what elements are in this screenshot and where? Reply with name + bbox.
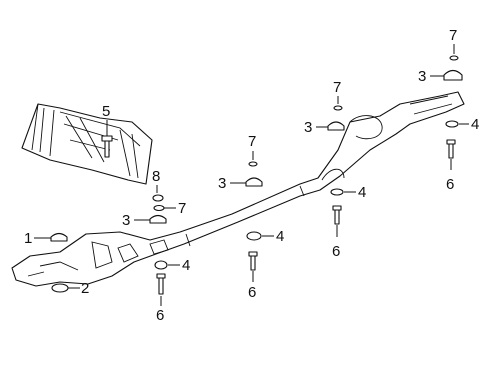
bolt-head-icon <box>156 273 166 279</box>
spacer-icon <box>246 231 262 241</box>
washer-icon <box>449 55 459 61</box>
callout-4-c: 4 <box>330 184 366 201</box>
callout-4-b: 4 <box>246 228 284 245</box>
washer-icon <box>153 204 165 212</box>
bolt-shank-icon <box>334 209 340 225</box>
insulator-icon <box>443 69 463 81</box>
insulator-icon <box>245 177 263 187</box>
callout-label: 6 <box>446 176 454 193</box>
bolt-shank-icon <box>250 255 256 271</box>
callout-3-b: 3 <box>218 175 263 192</box>
spacer-icon <box>330 188 344 196</box>
callout-5: 5 <box>101 103 113 158</box>
callout-7-b: 7 <box>248 133 258 167</box>
callout-label: 3 <box>304 119 312 136</box>
callout-3-a: 3 <box>122 212 167 229</box>
callout-label: 7 <box>248 133 256 150</box>
bolt-shank-icon <box>448 143 454 159</box>
callout-6-c: 6 <box>332 205 342 260</box>
callout-label: 7 <box>178 200 186 217</box>
spacer-icon <box>154 260 168 270</box>
callout-6-b: 6 <box>248 251 258 301</box>
callout-label: 6 <box>156 307 164 324</box>
callout-label: 6 <box>248 284 256 301</box>
insulator-icon <box>327 121 345 131</box>
spacer-icon <box>445 120 459 128</box>
callout-3-c: 3 <box>304 119 345 136</box>
callout-4-a: 4 <box>154 257 190 274</box>
callout-label: 4 <box>182 257 190 274</box>
spacer-icon <box>51 283 69 293</box>
washer-icon <box>248 161 258 167</box>
bolt-shank-icon <box>158 277 164 295</box>
frame-rail <box>11 91 465 287</box>
front-support-panel <box>21 103 153 185</box>
callout-label: 4 <box>358 184 366 201</box>
bolt-head-icon <box>446 139 456 145</box>
callout-8: 8 <box>152 168 164 202</box>
callout-label: 1 <box>24 230 32 247</box>
callout-7-c: 7 <box>333 79 343 111</box>
washer-icon <box>152 194 164 202</box>
callout-label: 7 <box>333 79 341 96</box>
callout-6-d: 6 <box>446 139 456 193</box>
callout-label: 6 <box>332 243 340 260</box>
callout-label: 4 <box>471 116 479 133</box>
callout-label: 7 <box>449 27 457 44</box>
callout-label: 3 <box>418 68 426 85</box>
bolt-head-icon <box>101 135 113 142</box>
callout-4-d: 4 <box>445 116 479 133</box>
callout-7-a: 7 <box>153 200 186 217</box>
callout-1: 1 <box>24 230 68 247</box>
callout-3-d: 3 <box>418 68 463 85</box>
callout-6-a: 6 <box>156 273 166 324</box>
callout-label: 5 <box>102 103 110 120</box>
insulator-icon <box>50 232 68 242</box>
washer-icon <box>333 105 343 111</box>
callout-label: 2 <box>81 280 89 297</box>
callout-label: 4 <box>276 228 284 245</box>
callout-label: 8 <box>152 168 160 185</box>
callout-label: 3 <box>218 175 226 192</box>
bolt-shank-icon <box>104 140 110 158</box>
bolt-head-icon <box>248 251 258 257</box>
callout-7-d: 7 <box>449 27 459 61</box>
callout-2: 2 <box>51 280 89 297</box>
callout-label: 3 <box>122 212 130 229</box>
insulator-icon <box>149 214 167 224</box>
bolt-head-icon <box>332 205 342 211</box>
